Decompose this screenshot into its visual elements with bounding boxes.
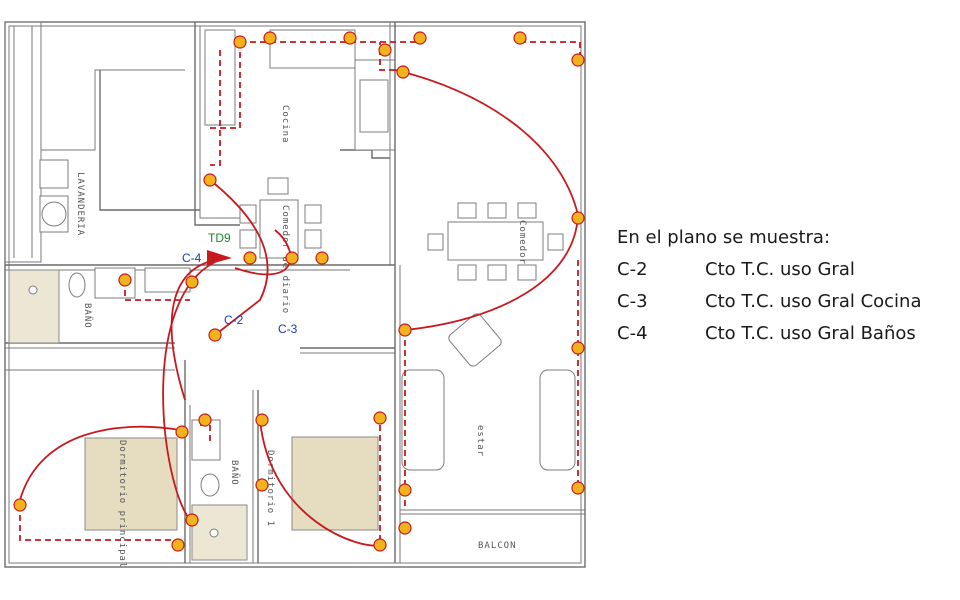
outlet-icon [413,31,427,45]
legend-title: En el plano se muestra: [617,227,831,248]
circuit-label-c4: C-4 [182,251,202,265]
room-label-cocina: Cocina [280,105,290,144]
outlet-icon [398,521,412,535]
legend-panel: En el plano se muestra: C-2 Cto T.C. uso… [617,222,947,350]
outlet-icon [396,65,410,79]
outlets [13,31,585,552]
outlet-icon [398,483,412,497]
room-label-estar: estar [475,425,485,457]
outlet-icon [315,251,329,265]
outlet-icon [255,478,269,492]
legend-desc: Cto T.C. uso Gral [705,259,855,280]
legend-desc: Cto T.C. uso Gral Baños [705,323,916,344]
legend-row-c2: C-2 Cto T.C. uso Gral [617,254,947,286]
room-label-dormitorio-principal: Dormitorio principal [117,440,127,568]
room-label-lavanderia: LAVANDERIA [75,172,85,236]
legend-code: C-2 [617,259,648,280]
outlet-icon [13,498,27,512]
room-label-bano-2: BAÑO [229,460,240,486]
room-label-bano-1: BAÑO [82,303,93,329]
outlet-icon [571,53,585,67]
outlet-icon [398,323,412,337]
room-label-comedor: Comedor [517,220,527,265]
walls [4,21,586,568]
circuit-label-c3: C-3 [278,322,298,336]
room-labels: Cocina LAVANDERIA Comedor de diario Come… [75,105,527,568]
circuit-labels: C-4 C-2 C-3 [182,251,298,336]
room-label-dormitorio-1: Dormitorio 1 [265,450,275,527]
outlet-icon [513,31,527,45]
outlet-icon [233,35,247,49]
outlet-icon [571,341,585,355]
outlet-icon [285,251,299,265]
circuit-label-c2: C-2 [224,313,244,327]
outlet-icon [373,411,387,425]
outlet-icon [185,513,199,527]
room-label-comedor-diario: Comedor de diario [280,205,290,314]
outlet-icon [571,211,585,225]
legend-desc: Cto T.C. uso Gral Cocina [705,291,922,312]
outlet-icon [571,481,585,495]
room-label-balcon: BALCON [478,541,517,551]
outlet-icon [185,275,199,289]
outlet-icon [263,31,277,45]
outlet-icon [243,251,257,265]
legend-code: C-4 [617,323,648,344]
outlet-icon [373,538,387,552]
outlet-icon [203,173,217,187]
outlet-icon [343,31,357,45]
legend-code: C-3 [617,291,648,312]
legend-row-c3: C-3 Cto T.C. uso Gral Cocina [617,286,947,318]
outlet-icon [198,413,212,427]
outlet-icon [378,43,392,57]
outlet-icon [175,425,189,439]
legend-row-c4: C-4 Cto T.C. uso Gral Baños [617,318,947,350]
outlet-icon [255,413,269,427]
panel-label-td9: TD9 [208,231,231,245]
floor-plan: Cocina LAVANDERIA Comedor de diario Come… [4,21,586,568]
outlet-icon [118,273,132,287]
distribution-panel: TD9 [207,231,232,265]
outlet-icon [208,328,222,342]
outlet-icon [171,538,185,552]
